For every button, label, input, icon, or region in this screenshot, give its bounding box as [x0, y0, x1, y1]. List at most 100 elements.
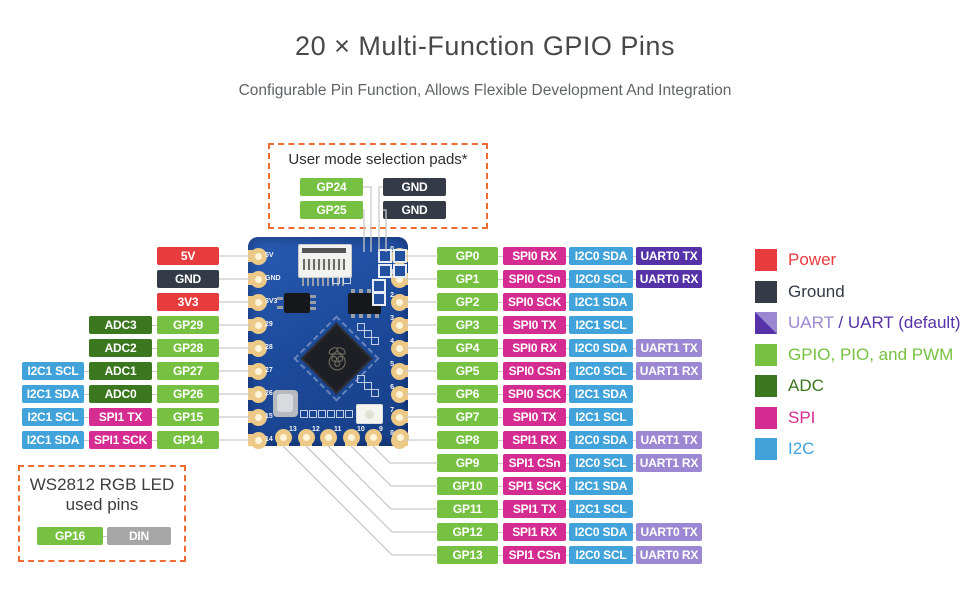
castellated-pad [390, 339, 408, 357]
pin-label-gp9: GP9 [437, 454, 498, 472]
legend-swatch [755, 438, 777, 460]
legend-label-part: ADC [788, 376, 824, 395]
pin-label-spi1-tx: SPI1 TX [503, 500, 566, 518]
pin-label-gp15: GP15 [157, 408, 219, 426]
row-connector-line [440, 462, 692, 464]
legend-swatch [755, 249, 777, 271]
pin-label-spi0-sck: SPI0 SCK [503, 385, 566, 403]
silk-label-26: 26 [265, 390, 273, 397]
row-connector-line [440, 531, 692, 533]
legend-label: Ground [788, 281, 845, 303]
pin-label-gp0: GP0 [437, 247, 498, 265]
silk-label-15: 15 [265, 413, 273, 420]
pin-label-i2c0-sda: I2C0 SDA [569, 339, 633, 357]
regulator-leg [277, 306, 283, 309]
pin-label-i2c1-sda: I2C1 SDA [569, 477, 633, 495]
pin-label-spi0-rx: SPI0 RX [503, 339, 566, 357]
pin-label-i2c0-scl: I2C0 SCL [569, 546, 633, 564]
legend-label: UART / UART (default) [788, 312, 961, 334]
castellated-pad [249, 270, 267, 288]
pin-label-i2c1-scl: I2C1 SCL [569, 408, 633, 426]
pin-label-spi1-csn: SPI1 CSn [503, 546, 566, 564]
silk-passive-outline [364, 382, 372, 390]
flash-legs [351, 289, 379, 293]
silk-label-4: 4 [390, 338, 394, 345]
silk-label-2: 2 [390, 292, 394, 299]
pin-label-spi1-sck: SPI1 SCK [503, 477, 566, 495]
silk-passive-outline [371, 389, 379, 397]
user-mode-pad [393, 249, 407, 263]
legend-label: I2C [788, 438, 814, 460]
page-title: 20 × Multi-Function GPIO Pins [295, 31, 675, 61]
silk-label-27: 27 [265, 367, 273, 374]
ws2812-box-title: WS2812 RGB LED [29, 475, 175, 494]
pin-label-gp29: GP29 [157, 316, 219, 334]
user-mode-pad [393, 264, 407, 278]
silk-passive-outline [357, 323, 365, 331]
pin-label-adc0: ADC0 [89, 385, 152, 403]
pin-label-spi0-csn: SPI0 CSn [503, 270, 566, 288]
pin-label-gp4: GP4 [437, 339, 498, 357]
silk-label-3v3: 3V3 [265, 298, 278, 305]
pin-label-gp1: GP1 [437, 270, 498, 288]
legend-label: SPI [788, 407, 815, 429]
pin-label-spi1-tx: SPI1 TX [89, 408, 152, 426]
regulator-leg [310, 295, 316, 298]
pin-label-spi0-rx: SPI0 RX [503, 247, 566, 265]
regulator-leg [310, 307, 316, 310]
ws2812-box: WS2812 RGB LED used pins [18, 465, 186, 562]
pin-label-uart1-tx: UART1 TX [636, 431, 702, 449]
castellated-pad [342, 428, 360, 446]
pin-label-i2c1-scl: I2C1 SCL [569, 500, 633, 518]
pin-label-gp10: GP10 [437, 477, 498, 495]
silk-label-5: 5 [390, 361, 394, 368]
rp2040-board: 5V0GND13V32293284275266157148131211109 [248, 237, 409, 449]
pin-label-uart1-tx: UART1 TX [636, 339, 702, 357]
user-mode-pad [378, 249, 392, 263]
pin-label-spi0-tx: SPI0 TX [503, 408, 566, 426]
pin-label-gnd: GND [157, 270, 219, 288]
user-mode-pad [372, 292, 386, 306]
silk-passive-outline [357, 375, 365, 383]
pin-label-spi0-sck: SPI0 SCK [503, 293, 566, 311]
user-mode-pad [372, 279, 386, 293]
ffc-connector [298, 244, 352, 278]
ffc-legs [302, 278, 344, 286]
silk-passive-outline [300, 410, 308, 418]
legend-swatch [755, 280, 777, 303]
silk-label-0: 0 [376, 246, 394, 254]
pin-label-i2c1-sda: I2C1 SDA [569, 293, 633, 311]
ffc-contacts [303, 259, 345, 270]
silk-label-gnd: GND [265, 275, 281, 282]
castellated-pad [249, 339, 267, 357]
row-connector-line [440, 439, 692, 441]
legend-label-part: Ground [788, 281, 845, 301]
silk-label-12: 12 [312, 426, 320, 433]
ws2812-led [356, 404, 383, 424]
legend-label-part: Power [788, 250, 837, 269]
pin-label-gp14: GP14 [157, 431, 219, 449]
rp2040-chip [293, 315, 380, 402]
row-connector-line [440, 554, 692, 556]
legend-label-part: I2C [788, 439, 815, 458]
pin-label-uart0-tx: UART0 TX [636, 523, 702, 541]
pin-label-spi1-rx: SPI1 RX [503, 523, 566, 541]
silk-passive-outline [336, 410, 344, 418]
silk-label-29: 29 [265, 321, 273, 328]
castellated-pad [319, 428, 337, 446]
pin-label-i2c1-scl: I2C1 SCL [22, 362, 84, 380]
pin-label-i2c0-sda: I2C0 SDA [569, 247, 633, 265]
castellated-pad [249, 431, 267, 449]
legend-label-part: / UART (default) [838, 313, 961, 332]
page-subtitle: Configurable Pin Function, Allows Flexib… [238, 82, 732, 99]
silk-label-9: 9 [379, 426, 383, 433]
pin-label-gp16: GP16 [37, 527, 103, 545]
regulator-leg [277, 297, 283, 300]
voltage-regulator [284, 293, 310, 313]
legend-label: Power [788, 249, 836, 271]
row-connector-line [440, 347, 692, 349]
castellated-pad [249, 316, 267, 334]
pin-label-adc2: ADC2 [89, 339, 152, 357]
pin-label-gp26: GP26 [157, 385, 219, 403]
row-connector-line [440, 370, 692, 372]
